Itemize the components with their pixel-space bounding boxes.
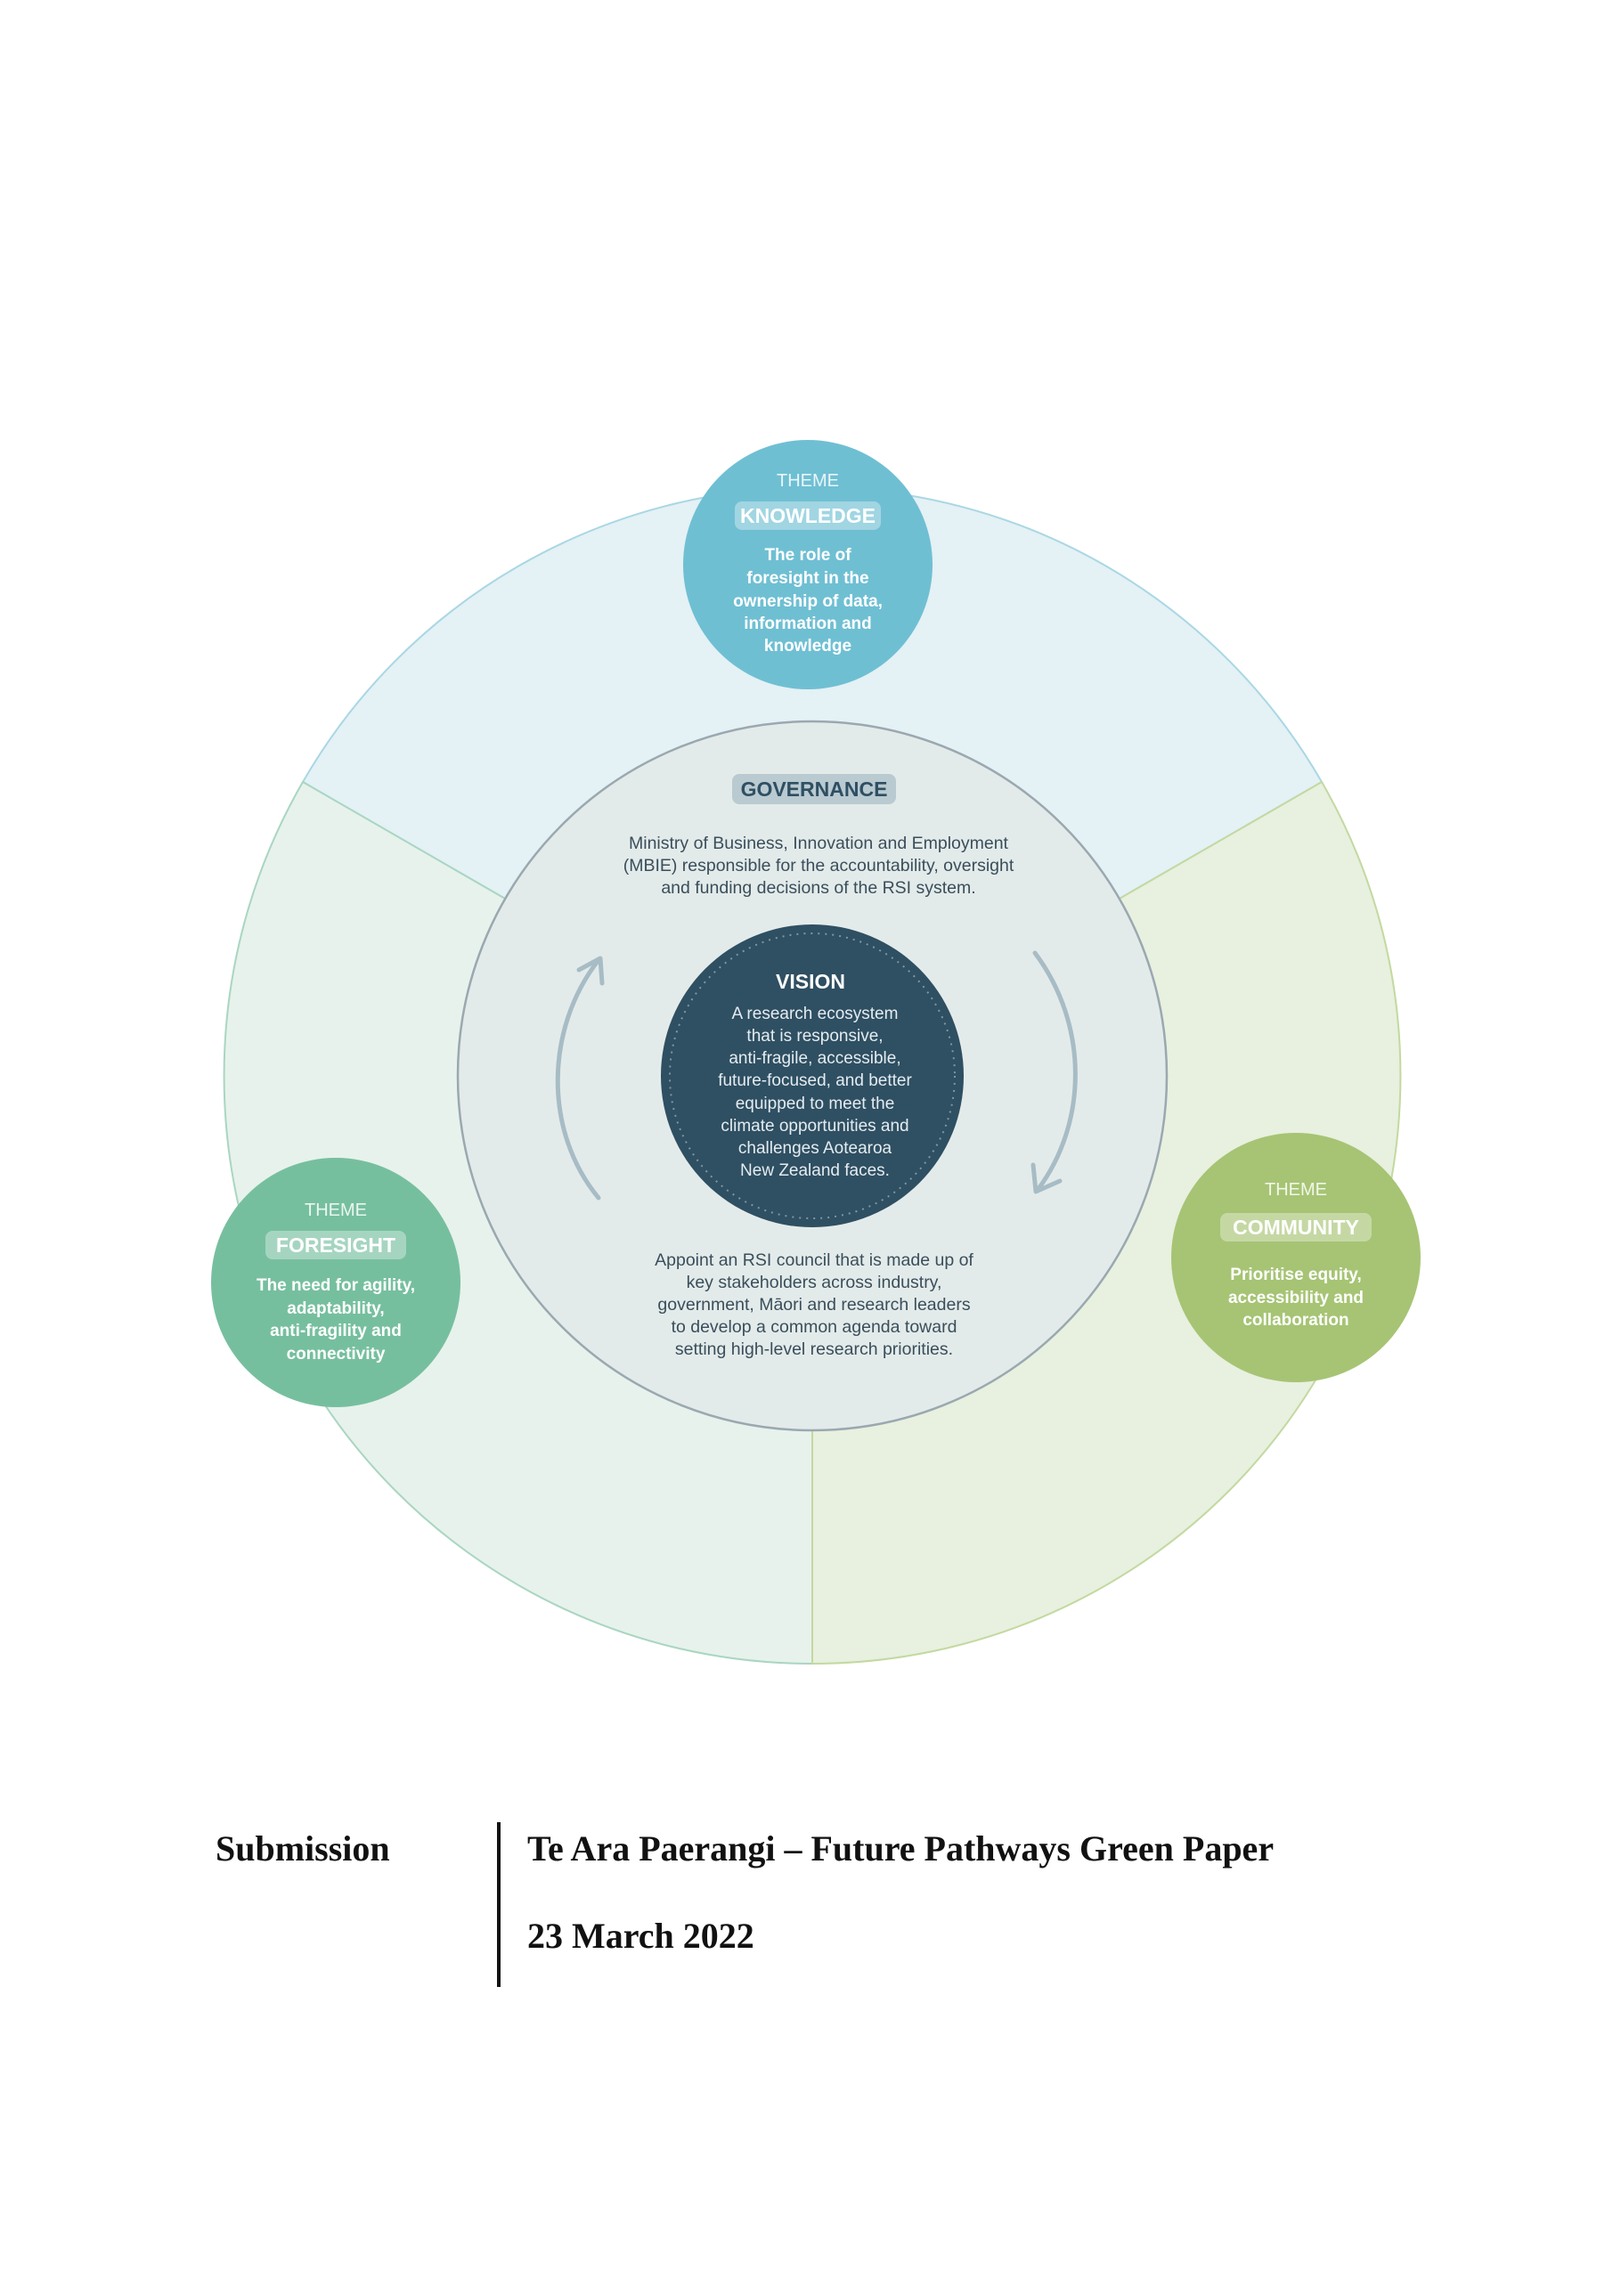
community-desc-line: collaboration <box>1242 1311 1348 1330</box>
footer-divider <box>497 1822 501 1987</box>
governance-bottom-line: to develop a common agenda toward <box>672 1317 957 1337</box>
governance-bottom-line: setting high-level research priorities. <box>675 1339 953 1359</box>
governance-bottom-line: government, Māori and research leaders <box>657 1295 970 1315</box>
governance-bottom-line: Appoint an RSI council that is made up o… <box>655 1250 973 1270</box>
foresight-theme-name: FORESIGHT <box>276 1233 395 1257</box>
knowledge-badge <box>735 501 881 530</box>
vision-dotted-ring <box>669 932 956 1219</box>
document-title: Te Ara Paerangi – Future Pathways Green … <box>527 1828 1275 1869</box>
cycle-arrow-left-icon <box>555 956 605 1201</box>
knowledge-desc-line: information and <box>744 615 872 633</box>
governance-bottom-line: key stakeholders across industry, <box>687 1273 942 1292</box>
vision-line: challenges Aotearoa <box>738 1139 892 1158</box>
community-theme-label: THEME <box>1265 1180 1327 1200</box>
vision-line: equipped to meet the <box>736 1095 895 1113</box>
governance-badge <box>732 774 896 804</box>
vision-line: anti-fragile, accessible, <box>729 1049 900 1068</box>
submission-label: Submission <box>216 1828 390 1869</box>
community-theme-name: COMMUNITY <box>1233 1216 1359 1239</box>
vision-line: A research ecosystem <box>732 1005 899 1023</box>
governance-top-line: Ministry of Business, Innovation and Emp… <box>629 834 1009 853</box>
community-theme-circle <box>1171 1133 1421 1382</box>
foresight-theme-label: THEME <box>305 1201 367 1220</box>
community-badge <box>1220 1213 1372 1242</box>
knowledge-desc-line: The role of <box>764 546 851 565</box>
foresight-desc-line: The need for agility, <box>257 1276 415 1295</box>
vision-title: VISION <box>776 970 845 993</box>
cycle-arrow-right-icon <box>1030 950 1078 1194</box>
community-desc-line: Prioritise equity, <box>1230 1266 1361 1284</box>
governance-title: GOVERNANCE <box>741 778 888 801</box>
vision-line: that is responsive, <box>746 1027 883 1046</box>
knowledge-desc-line: ownership of data, <box>733 592 883 611</box>
vision-circle <box>661 924 964 1227</box>
vision-line: climate opportunities and <box>721 1117 908 1136</box>
knowledge-theme-circle <box>683 440 933 689</box>
foresight-badge <box>265 1231 406 1259</box>
knowledge-theme-name: KNOWLEDGE <box>740 504 876 527</box>
governance-top-line: and funding decisions of the RSI system. <box>661 878 975 898</box>
knowledge-desc-line: foresight in the <box>746 569 868 588</box>
community-desc-line: accessibility and <box>1228 1289 1364 1307</box>
vision-line: New Zealand faces. <box>740 1161 890 1180</box>
knowledge-theme-label: THEME <box>777 471 839 491</box>
foresight-desc-line: connectivity <box>287 1345 386 1364</box>
document-date: 23 March 2022 <box>527 1916 754 1956</box>
foresight-desc-line: anti-fragility and <box>270 1322 402 1340</box>
foresight-desc-line: adaptability, <box>287 1299 384 1318</box>
knowledge-desc-line: knowledge <box>764 637 851 655</box>
vision-line: future-focused, and better <box>718 1071 912 1090</box>
foresight-theme-circle <box>211 1158 460 1407</box>
governance-top-line: (MBIE) responsible for the accountabilit… <box>623 856 1014 875</box>
